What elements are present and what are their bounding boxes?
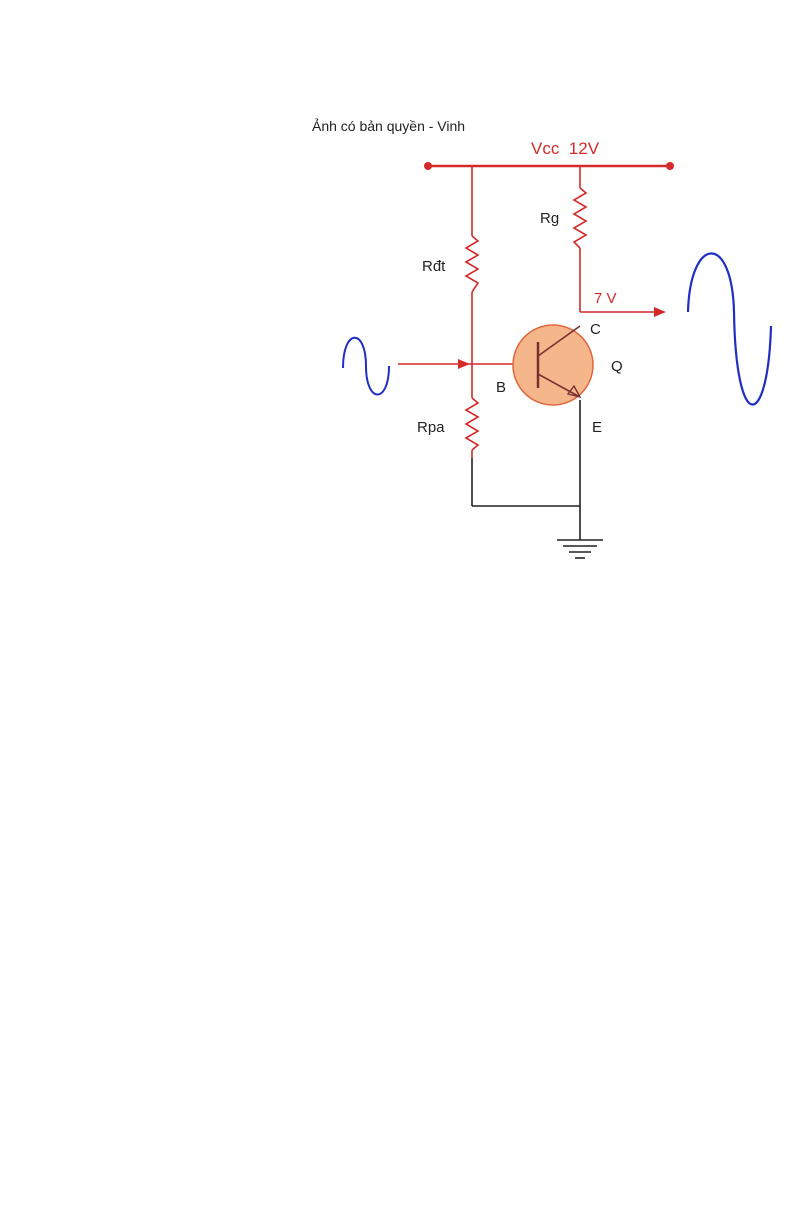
output-sine-wave-icon xyxy=(688,253,771,404)
ground-icon xyxy=(557,540,603,558)
transistor-body xyxy=(513,325,593,405)
ground-wires xyxy=(472,400,580,540)
output-arrowhead xyxy=(654,307,666,317)
upper-bias-resistor-label: Rđt xyxy=(422,258,446,275)
supply-voltage-label: Vcc 12V xyxy=(531,139,600,158)
transistor-label: Q xyxy=(611,358,623,375)
base-label: B xyxy=(496,379,506,396)
emitter-label: E xyxy=(592,419,602,436)
lower-bias-resistor-label: Rpa xyxy=(417,419,445,436)
input-arrowhead xyxy=(458,359,470,369)
input-sine-wave-icon xyxy=(343,338,389,395)
collector-resistor xyxy=(574,188,586,248)
lower-bias-resistor xyxy=(466,398,478,450)
collector-wires xyxy=(580,166,656,312)
rail-terminal-left xyxy=(424,162,432,170)
copyright-caption: Ảnh có bản quyền - Vinh xyxy=(312,118,465,134)
output-voltage-label: 7 V xyxy=(594,290,617,307)
collector-resistor-label: Rg xyxy=(540,210,559,227)
rail-terminal-right xyxy=(666,162,674,170)
collector-label: C xyxy=(590,321,601,338)
npn-transistor xyxy=(513,325,593,405)
upper-bias-resistor xyxy=(466,236,478,292)
